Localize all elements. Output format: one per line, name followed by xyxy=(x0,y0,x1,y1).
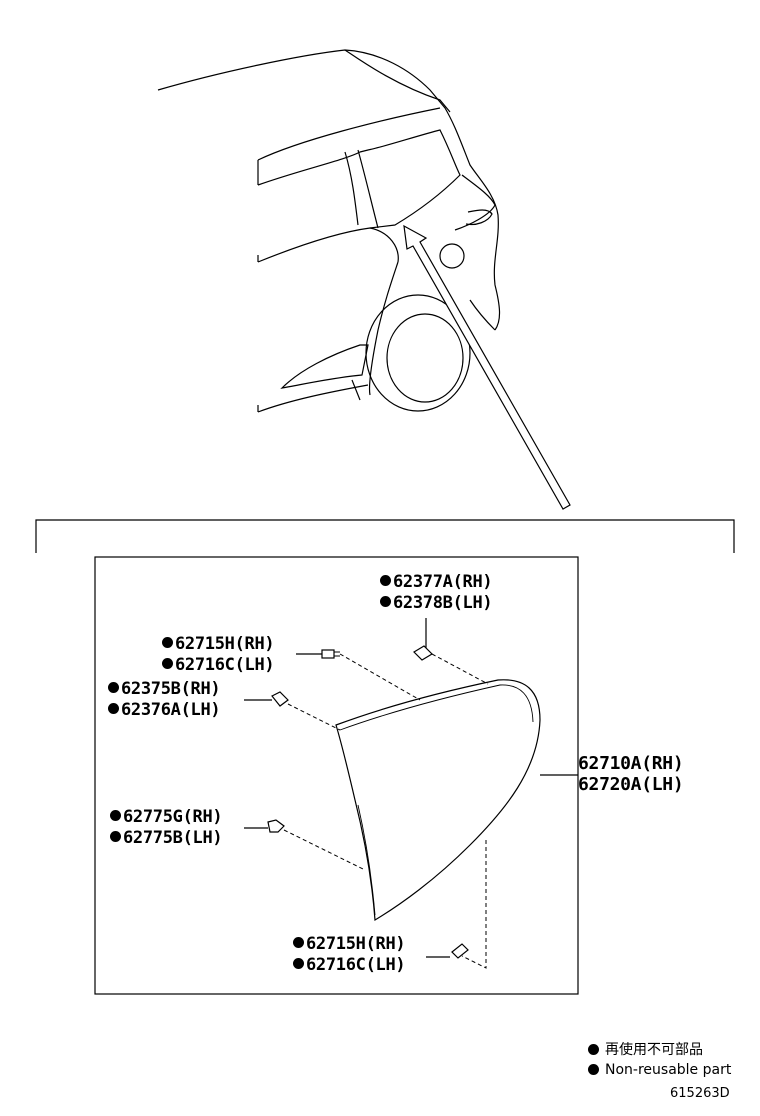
fastener-screw-lower xyxy=(426,943,469,959)
non-reusable-dot-icon xyxy=(293,958,304,969)
non-reusable-dot-icon xyxy=(588,1064,599,1075)
label-grommet-top-rh: 62377A(RH) xyxy=(380,572,493,592)
fastener-screw-upper xyxy=(296,649,340,659)
fastener-clip-upper xyxy=(244,691,289,707)
non-reusable-dot-icon xyxy=(588,1044,599,1055)
legend-jp: 再使用不可部品 xyxy=(588,1040,703,1060)
fastener-clip-lower xyxy=(244,819,285,833)
label-clip-upper-lh: 62376A(LH) xyxy=(108,700,221,720)
label-clip-lower-lh: 62775B(LH) xyxy=(110,828,223,848)
fastener-grommet-top xyxy=(413,618,433,661)
label-screw-upper-lh: 62716C(LH) xyxy=(162,655,275,675)
detail-frame xyxy=(94,556,579,995)
label-screw-upper-rh: 62715H(RH) xyxy=(162,634,275,654)
non-reusable-dot-icon xyxy=(110,831,121,842)
non-reusable-dot-icon xyxy=(110,810,121,821)
guide-lines xyxy=(283,653,489,969)
label-clip-lower-rh: 62775G(RH) xyxy=(110,807,223,827)
label-clip-upper-rh: 62375B(RH) xyxy=(108,679,221,699)
label-grommet-top-lh: 62378B(LH) xyxy=(380,593,493,613)
diagram-code: 615263D xyxy=(670,1086,730,1101)
non-reusable-dot-icon xyxy=(162,658,173,669)
label-screw-lower-rh: 62715H(RH) xyxy=(293,934,406,954)
bracket-line xyxy=(35,519,735,553)
vehicle-illustration xyxy=(157,49,571,510)
label-garnish-rh: 62710A(RH) xyxy=(578,753,684,774)
legend-en: Non-reusable part xyxy=(588,1060,731,1080)
non-reusable-dot-icon xyxy=(380,596,391,607)
non-reusable-dot-icon xyxy=(293,937,304,948)
garnish-shape xyxy=(335,679,541,922)
non-reusable-dot-icon xyxy=(162,637,173,648)
non-reusable-dot-icon xyxy=(108,703,119,714)
label-garnish-lh: 62720A(LH) xyxy=(578,774,684,795)
non-reusable-dot-icon xyxy=(380,575,391,586)
label-screw-lower-lh: 62716C(LH) xyxy=(293,955,406,975)
non-reusable-dot-icon xyxy=(108,682,119,693)
